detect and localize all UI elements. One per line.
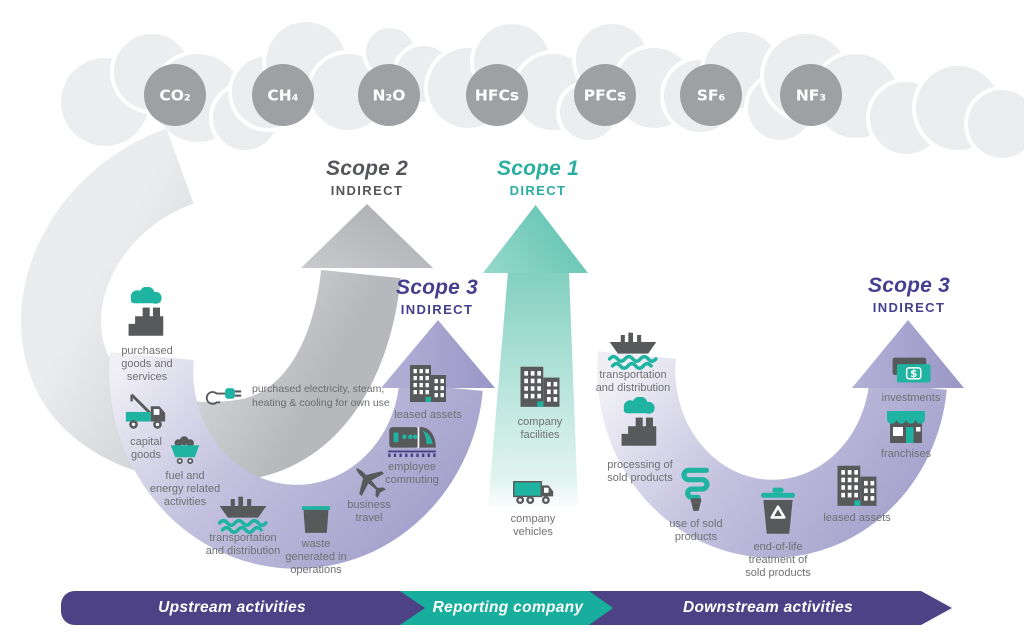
item-label: leased assets bbox=[823, 512, 891, 524]
upstream-item-crane-truck: capital goods bbox=[71, 388, 221, 461]
banner-upstream-segment bbox=[61, 591, 425, 625]
upstream-item-factory-cloud: purchased goods and services bbox=[72, 287, 222, 383]
upstream-item-mine-cart: fuel and energy related activities bbox=[110, 431, 260, 508]
gas-bubble bbox=[780, 64, 842, 126]
item-label: company facilities bbox=[517, 416, 563, 442]
scope1-title: Scope 1 bbox=[497, 157, 579, 180]
gas-bubble bbox=[466, 64, 528, 126]
banner-downstream-label: Downstream activities bbox=[683, 599, 853, 616]
gas-label: CH₄ bbox=[267, 87, 298, 105]
buildings-icon bbox=[831, 456, 883, 508]
scope3-downstream-title: Scope 3 bbox=[868, 274, 950, 297]
scope2-type: INDIRECT bbox=[330, 183, 404, 198]
upstream-item-dumpster: waste generated in operations bbox=[241, 497, 391, 576]
scope1-type: DIRECT bbox=[509, 183, 567, 198]
reporting-item-buildings: company facilities bbox=[465, 357, 615, 441]
factory-cloud-icon bbox=[614, 397, 666, 449]
scope3-downstream-type: INDIRECT bbox=[872, 300, 946, 315]
scope3-downstream-label: Scope 3 INDIRECT bbox=[868, 274, 950, 315]
downstream-item-cfl-bulb: use of sold products bbox=[621, 463, 771, 543]
item-label: capital goods bbox=[130, 436, 162, 462]
reporting-item-truck: company vehicles bbox=[458, 468, 608, 538]
gas-bubble bbox=[358, 64, 420, 126]
banner-reporting-segment bbox=[399, 591, 613, 625]
factory-cloud-icon bbox=[121, 287, 173, 339]
downstream-item-factory-cloud: processing of sold products bbox=[565, 397, 715, 484]
item-label: leased assets bbox=[394, 409, 462, 421]
storefront-icon bbox=[882, 403, 930, 451]
gas-label: SF₆ bbox=[697, 87, 726, 105]
item-label: business travel bbox=[347, 499, 391, 525]
gas-bubble bbox=[144, 64, 206, 126]
item-label: employee commuting bbox=[385, 461, 439, 487]
scope3-upstream-label: Scope 3 INDIRECT bbox=[396, 276, 478, 317]
item-label: processing of sold products bbox=[607, 459, 673, 485]
upstream-item-airplane: business travel bbox=[294, 461, 444, 524]
downstream-item-ship: transportation and distribution bbox=[558, 321, 708, 394]
downstream-item-recycle-bin: end-of-life treatment of sold products bbox=[703, 482, 853, 579]
banner-reporting-label: Reporting company bbox=[432, 599, 584, 616]
gas-label: NF₃ bbox=[796, 87, 826, 105]
item-label: end-of-life treatment of sold products bbox=[745, 541, 811, 580]
gas-label: CO₂ bbox=[159, 87, 190, 105]
purchased-electricity-text: purchased electricity, steam, heating & … bbox=[252, 383, 390, 409]
item-label: waste generated in operations bbox=[285, 538, 347, 577]
scope2-title: Scope 2 bbox=[326, 157, 408, 180]
value-chain-banner bbox=[61, 591, 952, 625]
mine-cart-icon bbox=[167, 431, 203, 467]
gas-label: HFCs bbox=[475, 87, 519, 105]
gas-label: PFCs bbox=[584, 87, 627, 105]
buildings-icon bbox=[404, 356, 452, 404]
gas-bubble bbox=[574, 64, 636, 126]
scope1-label: Scope 1 DIRECT bbox=[497, 157, 579, 198]
scope3-upstream-title: Scope 3 bbox=[396, 276, 478, 299]
item-label: investments bbox=[881, 392, 941, 404]
downstream-item-storefront: franchises bbox=[831, 403, 981, 460]
greenhouse-gas-bubbles: CO₂ CH₄ N₂O HFCs PFCs SF₆ NF₃ bbox=[144, 64, 842, 126]
purchased-electricity-note: purchased electricity, steam, heating & … bbox=[202, 382, 390, 410]
gas-label: N₂O bbox=[373, 87, 406, 105]
upstream-item-ship: transportation and distribution bbox=[168, 485, 318, 557]
scope2-label: Scope 2 INDIRECT bbox=[326, 157, 408, 198]
item-label: fuel and energy related activities bbox=[149, 470, 221, 509]
truck-icon bbox=[511, 468, 555, 512]
gas-bubble bbox=[252, 64, 314, 126]
scope3-downstream-arc bbox=[597, 320, 964, 558]
item-label: company vehicles bbox=[510, 513, 556, 539]
upstream-item-buildings: leased assets bbox=[353, 356, 503, 421]
item-label: transportation and distribution bbox=[205, 532, 281, 558]
downstream-item-buildings: leased assets bbox=[782, 456, 932, 524]
item-label: transportation and distribution bbox=[595, 369, 671, 395]
crane-truck-icon bbox=[123, 388, 169, 434]
gas-bubble bbox=[680, 64, 742, 126]
downstream-item-banknotes: investments bbox=[836, 350, 986, 407]
banner-upstream-label: Upstream activities bbox=[158, 599, 306, 616]
banner-downstream-segment bbox=[585, 591, 952, 625]
item-label: purchased goods and services bbox=[121, 345, 173, 384]
item-label: franchises bbox=[880, 448, 932, 460]
item-label: use of sold products bbox=[669, 518, 723, 544]
scope3-upstream-type: INDIRECT bbox=[400, 302, 474, 317]
upstream-item-train: employee commuting bbox=[337, 413, 487, 486]
